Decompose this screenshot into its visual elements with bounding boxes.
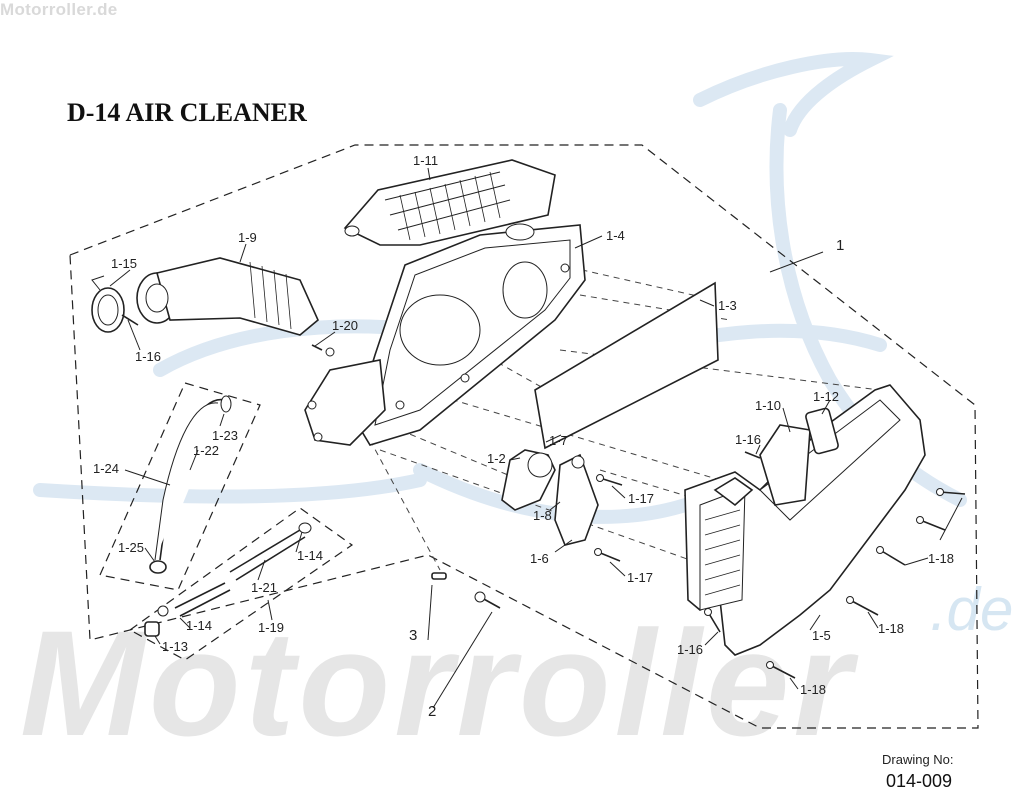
callout-3: 3 (409, 627, 417, 644)
breather-group-boundary (99, 382, 261, 591)
watermark-de-text: .de (930, 576, 1013, 643)
callout-1-18-bottom: 1-18 (800, 682, 826, 697)
callout-1-6: 1-6 (530, 551, 549, 566)
callout-1-17-upper: 1-17 (628, 491, 654, 506)
callout-1-24: 1-24 (93, 461, 119, 476)
callout-2: 2 (428, 703, 436, 720)
callout-1-10: 1-10 (755, 398, 781, 413)
callout-1-8: 1-8 (533, 508, 552, 523)
page-title: D-14 AIR CLEANER (67, 98, 307, 127)
assembly-boundary-dashed (69, 144, 979, 729)
watermark-site-name: Motorroller.de (0, 0, 118, 19)
part-drain-hoses (144, 522, 312, 637)
leader-lines (109, 167, 963, 709)
callout-1-14-lower: 1-14 (186, 618, 212, 633)
part-breather-tube (149, 395, 232, 574)
callout-1-19: 1-19 (258, 620, 284, 635)
part-hose-clamp (91, 275, 125, 333)
callout-labels: 1 2 3 1-2 1-3 1-4 1-5 1-6 1-7 1-8 1-9 1-… (93, 153, 954, 720)
callout-1-18-upper: 1-18 (928, 551, 954, 566)
callout-1-11: 1-11 (413, 153, 438, 168)
part-screws (121, 314, 966, 679)
callout-1: 1 (836, 237, 844, 254)
callout-1-9: 1-9 (238, 230, 257, 245)
callout-1-25: 1-25 (118, 540, 144, 555)
drain-group-boundary (128, 507, 354, 661)
callout-1-22: 1-22 (193, 443, 219, 458)
callout-1-18-middle: 1-18 (878, 621, 904, 636)
callout-1-12: 1-12 (813, 389, 839, 404)
callout-1-7: 1-7 (549, 433, 568, 448)
part-intake-snorkel (343, 159, 556, 246)
callout-1-14-upper: 1-14 (297, 548, 323, 563)
callout-1-17-lower: 1-17 (627, 570, 653, 585)
callout-1-16-left: 1-16 (135, 349, 161, 364)
part-brackets (501, 449, 599, 546)
part-intake-duct (136, 257, 319, 336)
callout-1-21: 1-21 (251, 580, 277, 595)
callout-1-20: 1-20 (332, 318, 358, 333)
callout-1-16-middle: 1-16 (735, 432, 761, 447)
callout-1-23: 1-23 (212, 428, 238, 443)
callout-1-3: 1-3 (718, 298, 737, 313)
part-filter-element (534, 281, 719, 450)
callout-1-15: 1-15 (111, 256, 137, 271)
drawing-number-label: Drawing No: (882, 752, 954, 767)
callout-1-4: 1-4 (606, 228, 625, 243)
callout-1-5: 1-5 (812, 628, 831, 643)
drawing-number: 014-009 (886, 771, 953, 791)
part-silencer-and-seal (759, 407, 839, 506)
callout-1-13: 1-13 (162, 639, 188, 654)
callout-1-16-bottom: 1-16 (677, 642, 703, 657)
callout-1-2: 1-2 (487, 451, 506, 466)
part-air-cleaner-case (304, 223, 586, 446)
